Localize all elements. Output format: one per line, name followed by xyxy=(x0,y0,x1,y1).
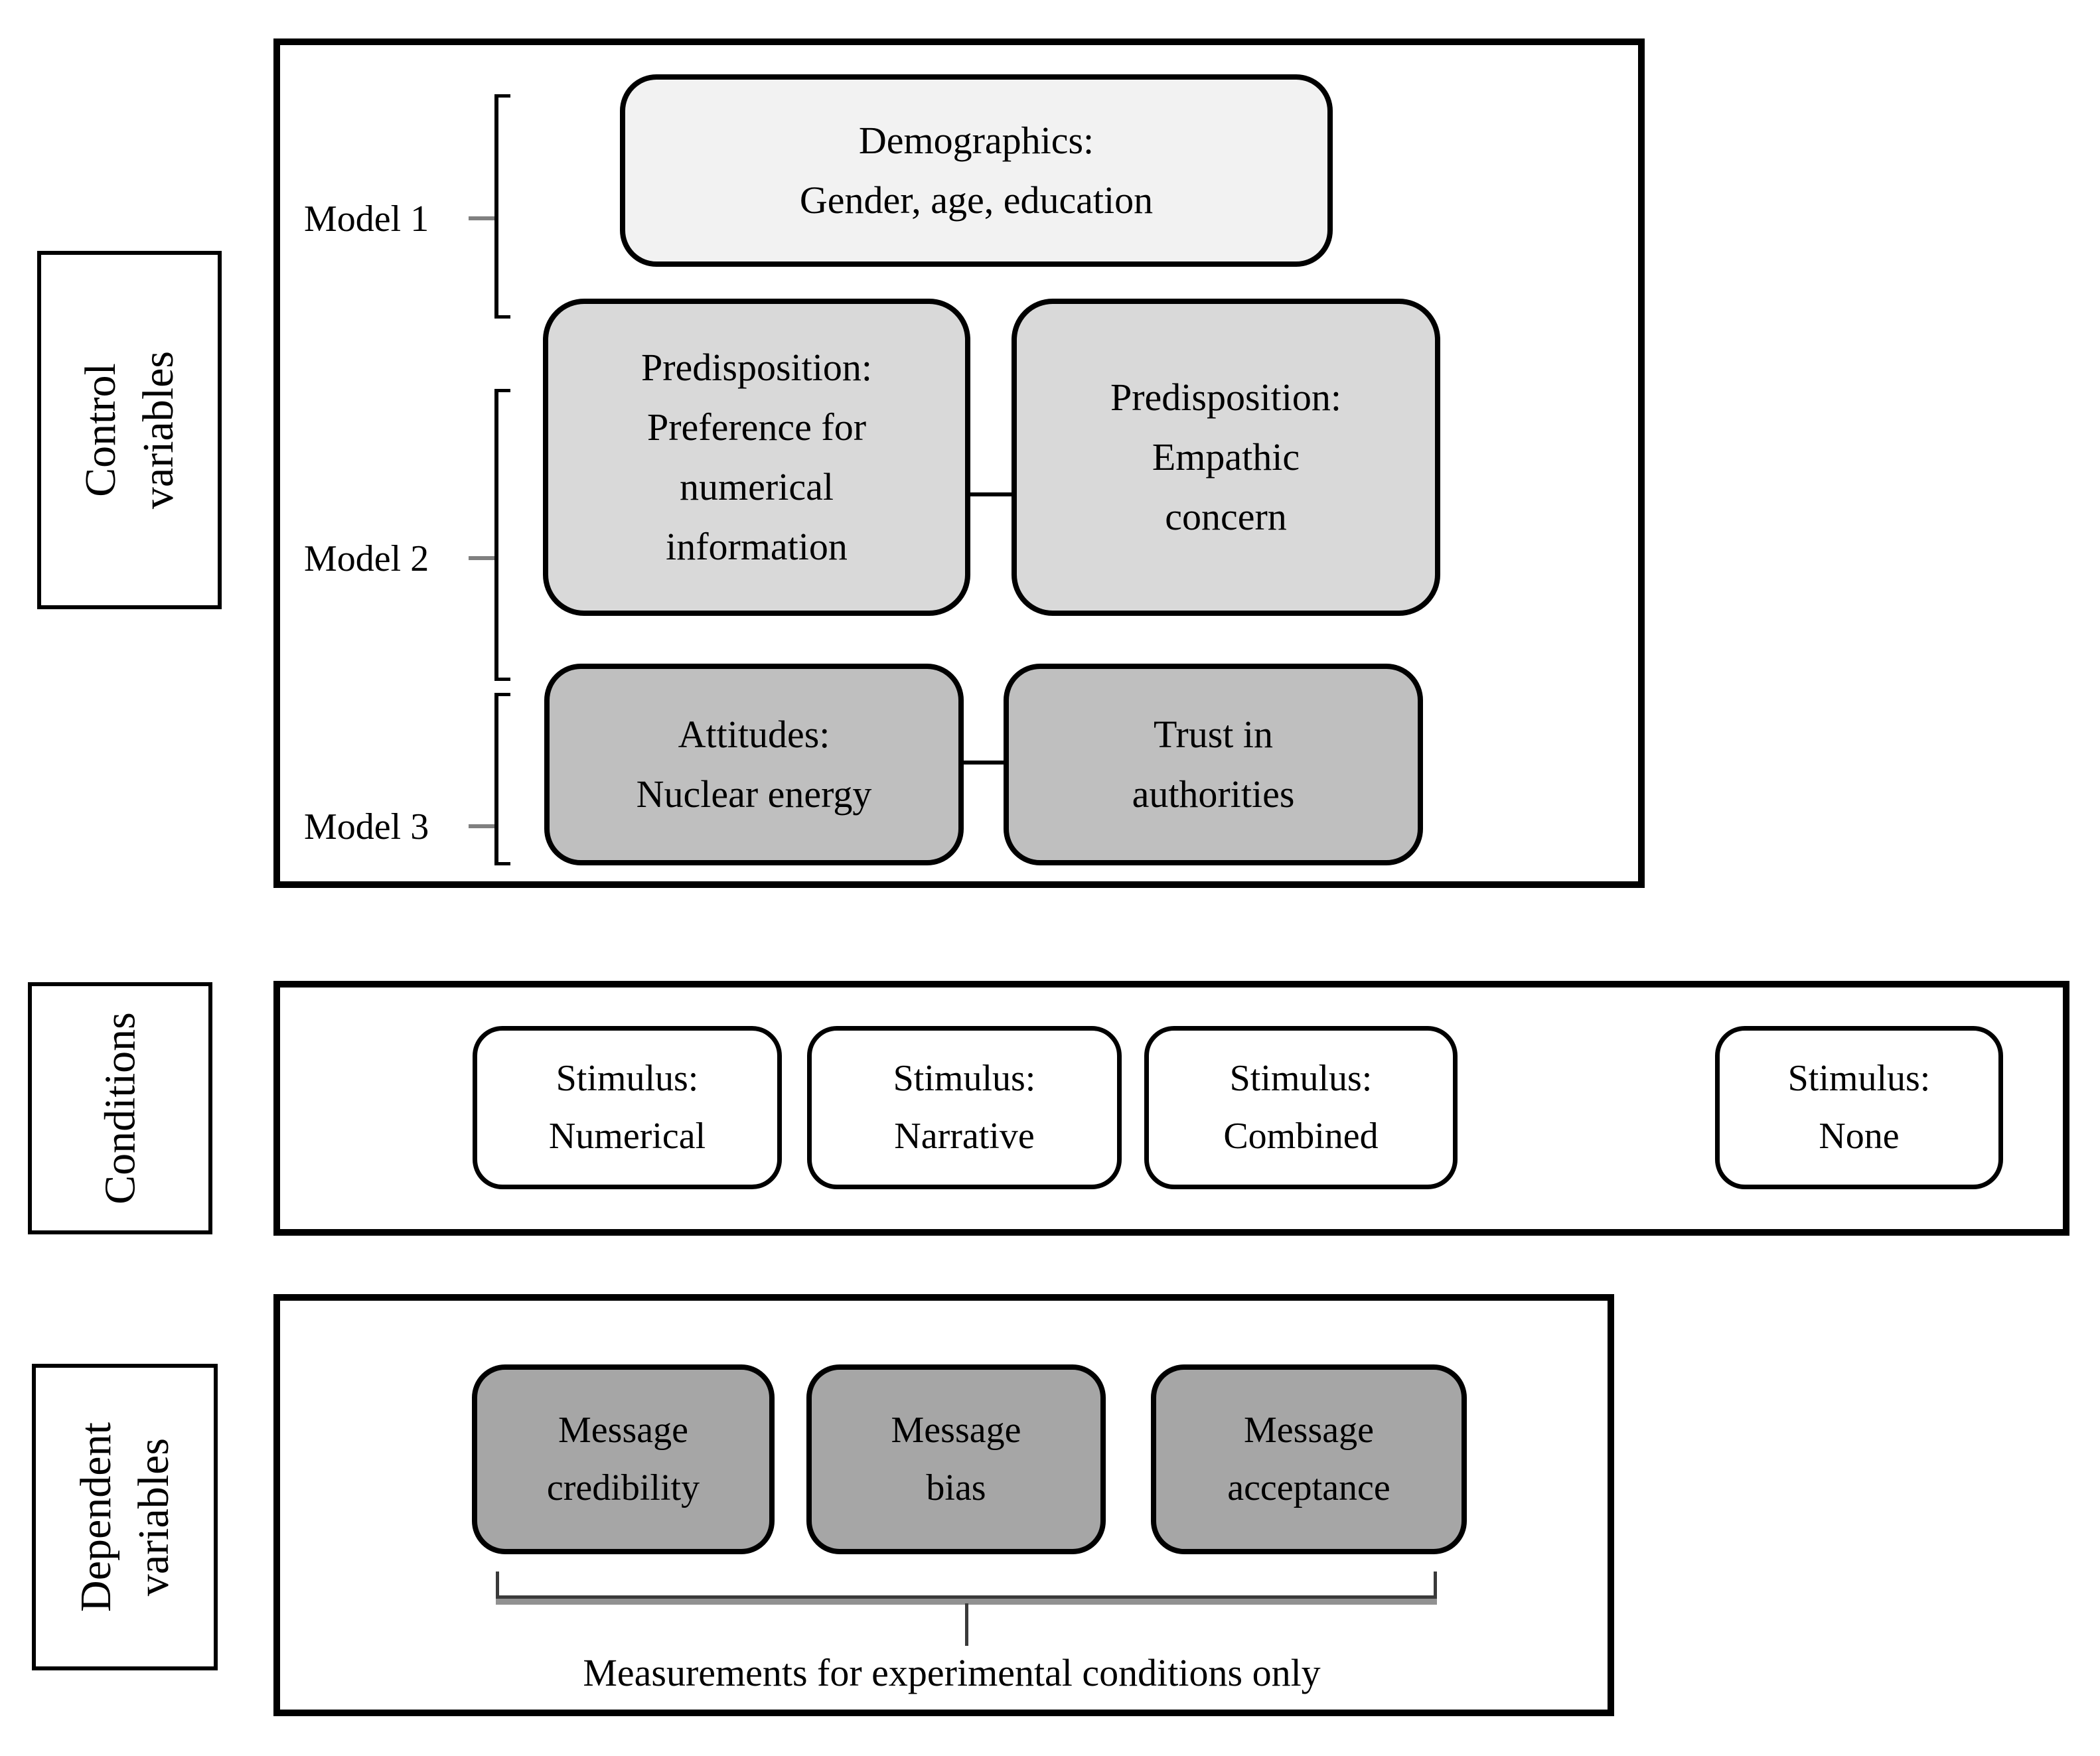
box-text-line: Gender, age, education xyxy=(799,179,1154,222)
box-text-line: Empathic xyxy=(1152,435,1300,479)
box-text-line: Numerical xyxy=(548,1116,706,1157)
box-text-line: Stimulus: xyxy=(556,1058,699,1100)
side-label-line: variables xyxy=(129,1437,178,1597)
box-text-line: authorities xyxy=(1132,772,1295,816)
model-2-label: Model 2 xyxy=(304,538,429,579)
box-text-line: Message xyxy=(558,1410,688,1451)
box-text-line: None xyxy=(1819,1116,1900,1157)
side-label-line: Dependent xyxy=(71,1422,120,1612)
brace-center-stem xyxy=(965,1603,968,1646)
model-1-label: Model 1 xyxy=(304,198,429,240)
message-credibility-box: Message credibility xyxy=(472,1364,775,1554)
trust-authorities-box: Trust in authorities xyxy=(1004,664,1423,865)
brace-left-tick xyxy=(496,1572,499,1597)
model-1-bracket xyxy=(494,94,510,319)
model-2-connector-dash xyxy=(469,556,496,560)
box-text-line: Predisposition: xyxy=(1110,376,1342,419)
brace-horizontal-line xyxy=(496,1595,1437,1605)
box-text-line: Message xyxy=(891,1410,1021,1451)
box-text-line: Stimulus: xyxy=(1229,1058,1373,1100)
stimulus-combined-box: Stimulus: Combined xyxy=(1144,1026,1458,1189)
model-2-bracket xyxy=(494,389,510,681)
box-text-line: Nuclear energy xyxy=(636,772,872,816)
box-text-line: credibility xyxy=(546,1467,700,1508)
box-text-line: Attitudes: xyxy=(678,713,830,757)
conditions-side-label-text: Conditions xyxy=(91,1012,149,1205)
stimulus-numerical-box: Stimulus: Numerical xyxy=(473,1026,782,1189)
box-text-line: Predisposition: xyxy=(640,346,873,390)
predisposition-numerical-box: Predisposition: Preference for numerical… xyxy=(543,299,970,616)
side-label-line: variables xyxy=(134,350,183,510)
model-3-bracket xyxy=(494,693,510,865)
message-bias-box: Message bias xyxy=(806,1364,1106,1554)
box-text-line: numerical xyxy=(680,465,834,508)
side-label-line: Conditions xyxy=(96,1012,145,1205)
model-3-pair-connector xyxy=(961,761,1006,765)
box-text-line: Message xyxy=(1244,1410,1374,1451)
side-label-line: Control xyxy=(76,363,125,497)
conditions-side-label: Conditions xyxy=(28,982,212,1234)
predisposition-empathic-box: Predisposition: Empathic concern xyxy=(1012,299,1440,616)
box-text-line: Narrative xyxy=(894,1116,1035,1157)
brace-note-text: Measurements for experimental conditions… xyxy=(583,1651,1321,1694)
box-text-line: Stimulus: xyxy=(1787,1058,1931,1100)
box-text-line: bias xyxy=(926,1467,986,1508)
message-acceptance-box: Message acceptance xyxy=(1151,1364,1467,1554)
model-3-connector-dash xyxy=(469,824,496,828)
box-text-line: acceptance xyxy=(1227,1467,1390,1508)
model-2-pair-connector xyxy=(968,492,1013,496)
demographics-box: Demographics: Gender, age, education xyxy=(620,74,1333,267)
box-text-line: Combined xyxy=(1223,1116,1379,1157)
attitudes-box: Attitudes: Nuclear energy xyxy=(544,664,964,865)
dependent-side-label: Dependent variables xyxy=(32,1364,218,1670)
brace-right-tick xyxy=(1434,1572,1437,1597)
model-3-label: Model 3 xyxy=(304,806,429,847)
stimulus-none-box: Stimulus: None xyxy=(1715,1026,2003,1189)
control-side-label-text: Control variables xyxy=(72,351,187,509)
box-text-line: Preference for xyxy=(646,405,867,449)
box-text-line: Demographics: xyxy=(858,119,1094,163)
box-text-line: Trust in xyxy=(1153,713,1273,757)
box-text-line: Stimulus: xyxy=(893,1058,1036,1100)
control-side-label: Control variables xyxy=(37,251,222,609)
stimulus-narrative-box: Stimulus: Narrative xyxy=(807,1026,1122,1189)
box-text-line: information xyxy=(666,524,848,568)
box-text-line: concern xyxy=(1165,494,1287,538)
model-1-connector-dash xyxy=(469,216,496,220)
dependent-side-label-text: Dependent variables xyxy=(67,1422,183,1612)
